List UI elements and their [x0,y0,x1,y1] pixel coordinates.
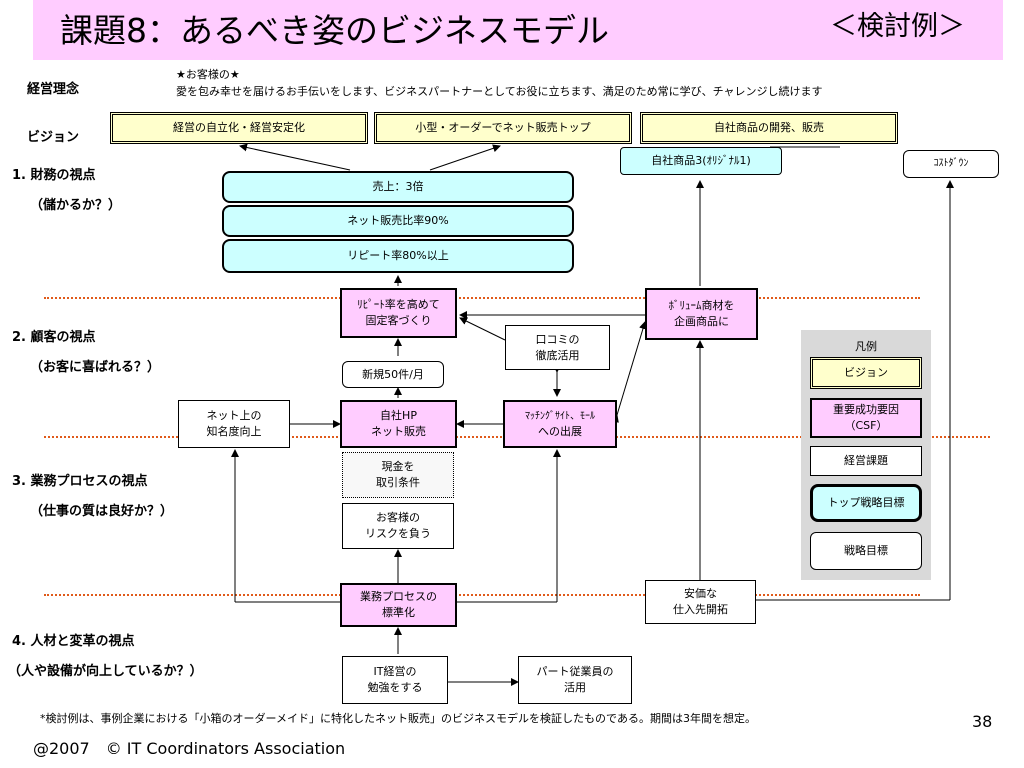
goal-sales: 売上：3倍 [222,171,574,203]
csf-process-std: 業務プロセスの標準化 [340,583,457,627]
arrow-sales-to-vision-1 [239,143,351,171]
goal-cost-down: ｺｽﾄﾀﾞｳﾝ [903,150,999,178]
example-tag: ＜検討例＞ [830,11,965,42]
legend-vision: ビジョン [810,357,922,389]
issue-awareness: ネット上の知名度向上 [178,400,290,448]
title-band [33,0,1003,60]
legend-goal: 戦略目標 [810,532,922,570]
legend-title: 凡例 [855,340,877,353]
copyright: @2007 © IT Coordinators Association [33,739,346,758]
legend-issue: 経営課題 [810,446,922,476]
page-title: 課題8：あるべき姿のビジネスモデル [60,11,609,50]
goal-repeat-rate: リピート率80%以上 [222,239,574,273]
philosophy-motto: ★お客様の★ [176,68,240,81]
legend-top-goal: トップ戦略目標 [810,484,922,522]
issue-risk: お客様のリスクを負う [342,503,454,549]
process-perspective-title: 3. 業務プロセスの視点 [12,474,148,489]
goal-own-product: 自社商品3(ｵﾘｼﾞﾅﾙ1) [620,147,782,175]
vision-item-net-sales-top: 小型・オーダーでネット販売トップ [374,112,632,144]
issue-part-time: パート従業員の活用 [518,656,632,704]
separator-process-people [44,594,920,596]
csf-volume: ﾎﾞﾘｭｰﾑ商材を企画商品に [645,288,758,340]
vision-item-autonomy: 経営の自立化・経営安定化 [110,112,368,144]
issue-supplier: 安価な仕入先開拓 [645,580,756,624]
issue-cash-terms: 現金を取引条件 [342,452,454,498]
customer-perspective-title: 2. 顧客の視点 [12,330,96,345]
vision-label: ビジョン [27,130,80,145]
csf-repeat-fix: ﾘﾋﾟｰﾄ率を高めて固定客づくり [340,288,457,338]
people-perspective-title: 4. 人材と変革の視点 [12,634,135,649]
footnote: *検討例は、事例企業における「小箱のオーダーメイド」に特化したネット販売」のビジ… [40,712,756,725]
page-number: 38 [972,712,993,731]
csf-matching: ﾏｯﾁﾝｸﾞｻｲﾄ、ﾓｰﾙへの出展 [503,400,617,448]
goal-net-ratio: ネット販売比率90% [222,205,574,237]
vision-item-own-products: 自社商品の開発、販売 [640,112,898,144]
philosophy-text: 愛を包み幸せを届けるお手伝いをします、ビジネスパートナーとしてお役に立ちます、満… [176,85,823,98]
financial-perspective-title: 1. 財務の視点 [12,168,96,183]
customer-perspective-question: （お客に喜ばれる？） [30,360,161,375]
philosophy-label: 経営理念 [27,82,80,97]
people-perspective-question: （人や設備が向上しているか？） [8,664,203,679]
goal-new-orders: 新規50件/月 [342,361,444,388]
arrow-wom-to-repeat-fix [459,317,506,341]
issue-word-of-mouth: 口コミの徹底活用 [505,325,610,370]
arrow-matching-volume [611,321,647,423]
financial-perspective-question: （儲かるか？） [30,198,122,213]
arrow-sales-to-vision-2 [429,144,501,171]
legend-csf: 重要成功要因（CSF） [810,398,922,438]
separator-financial-customer [44,297,920,299]
issue-it-study: IT経営の勉強をする [342,656,448,704]
process-perspective-question: （仕事の質は良好か？） [30,504,174,519]
